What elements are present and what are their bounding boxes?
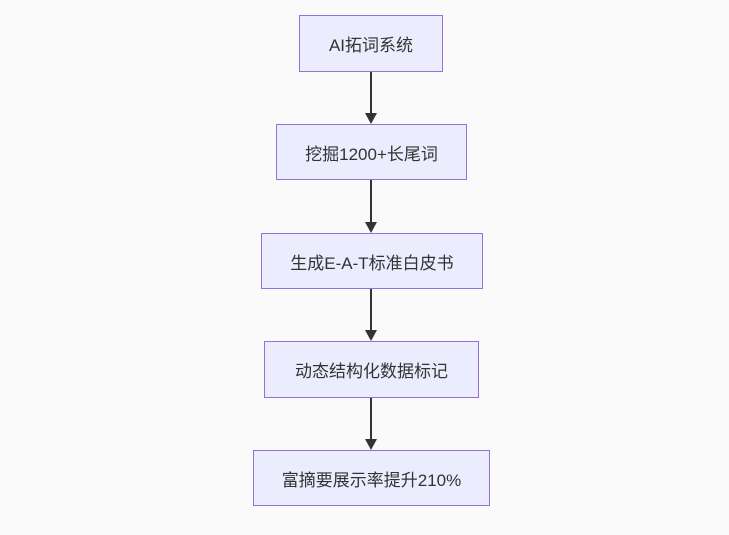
- flowchart-node-longtail-mining: 挖掘1200+长尾词: [276, 124, 467, 180]
- node-label: 富摘要展示率提升210%: [281, 470, 462, 490]
- arrow-line: [370, 180, 372, 222]
- arrow-line: [370, 398, 372, 439]
- arrow-head-icon: [365, 113, 377, 124]
- flowchart-node-eat-whitepaper: 生成E-A-T标准白皮书: [261, 233, 483, 289]
- arrow-head-icon: [365, 439, 377, 450]
- node-label: 挖掘1200+长尾词: [305, 144, 438, 164]
- flow-arrow-down: [365, 398, 377, 450]
- arrow-head-icon: [365, 330, 377, 341]
- flowchart-node-rich-snippet-result: 富摘要展示率提升210%: [253, 450, 490, 506]
- flowchart-node-ai-word-expansion: AI拓词系统: [299, 15, 443, 72]
- flow-arrow-down: [365, 180, 377, 233]
- arrow-line: [370, 72, 372, 113]
- node-label: 动态结构化数据标记: [295, 362, 448, 381]
- flowchart-node-structured-data: 动态结构化数据标记: [264, 341, 479, 398]
- arrow-head-icon: [365, 222, 377, 233]
- flow-arrow-down: [365, 72, 377, 124]
- node-label: AI拓词系统: [328, 36, 414, 55]
- node-label: 生成E-A-T标准白皮书: [290, 253, 454, 273]
- arrow-line: [370, 289, 372, 330]
- flow-arrow-down: [365, 289, 377, 341]
